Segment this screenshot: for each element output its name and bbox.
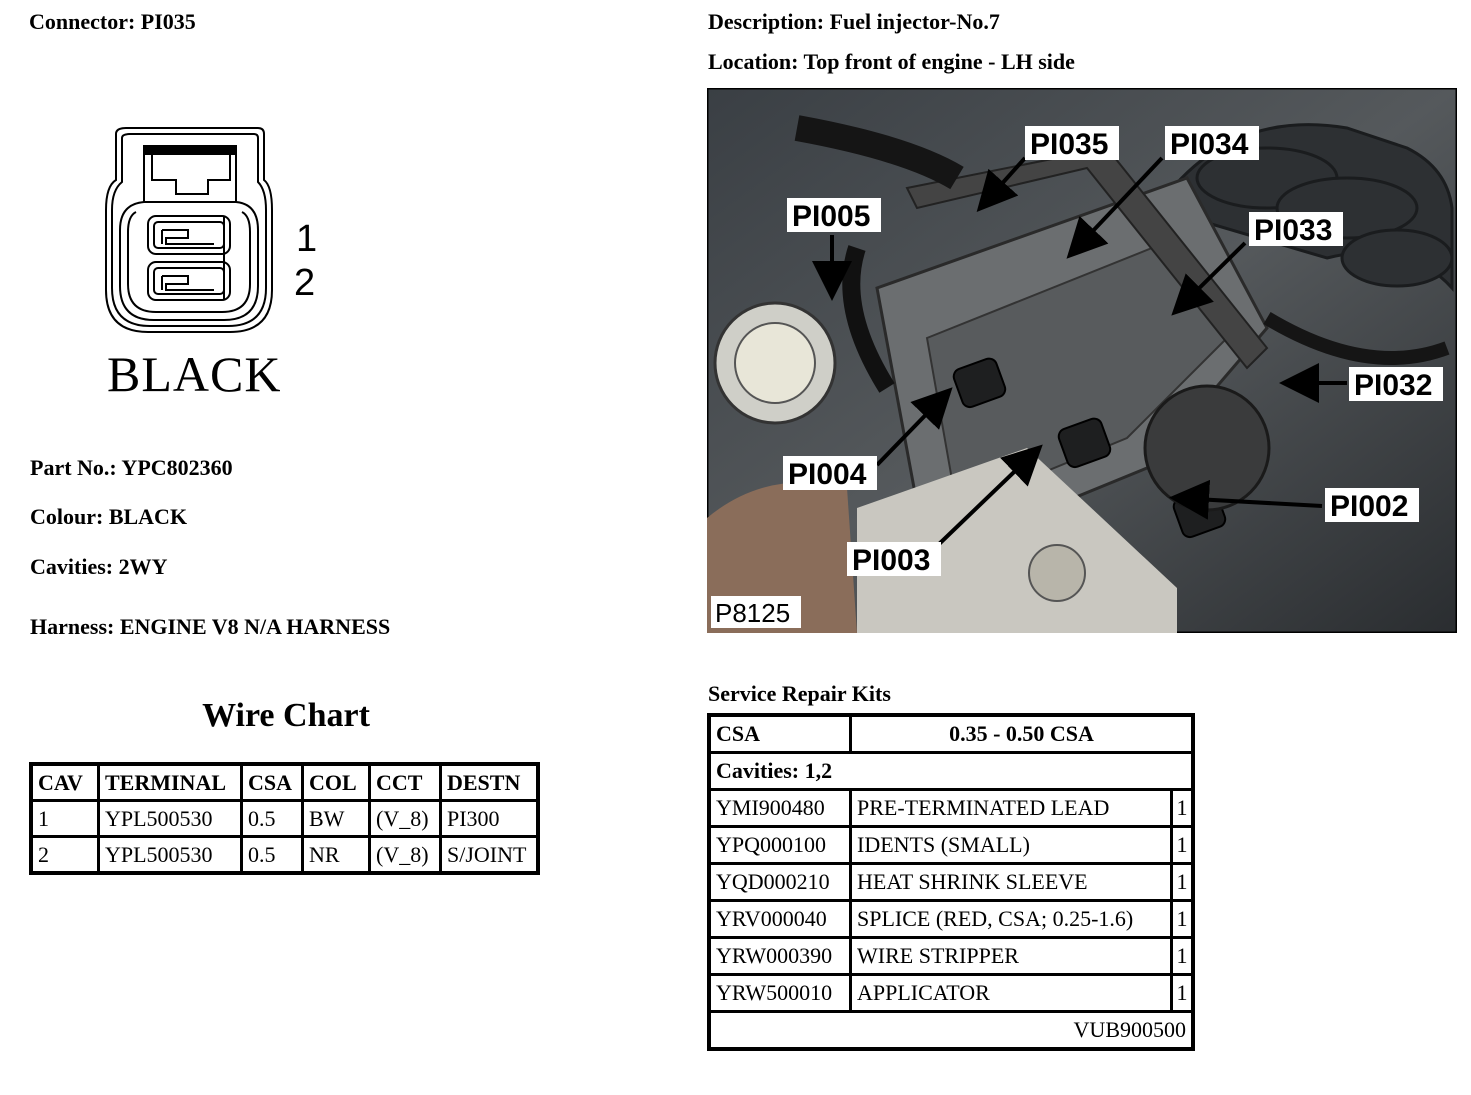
kits-ref-row: VUB900500 [707, 1010, 1195, 1051]
table-row: YRW500010 APPLICATOR 1 [707, 973, 1195, 1013]
cell-col: NR [301, 835, 371, 875]
table-row: 2 YPL500530 0.5 NR (V_8) S/JOINT [29, 835, 540, 875]
kit-qty: 1 [1170, 936, 1195, 976]
cell-cav: 2 [29, 835, 100, 875]
col-header: DESTN [439, 762, 540, 802]
photo-ref-text: P8125 [715, 598, 790, 628]
col-header: CAV [29, 762, 100, 802]
col-header: COL [301, 762, 371, 802]
callout-pi005-text: PI005 [792, 200, 870, 233]
col-header: CSA [240, 762, 304, 802]
kit-part: YRV000040 [707, 899, 852, 939]
table-row: YMI900480 PRE-TERMINATED LEAD 1 [707, 788, 1195, 828]
kit-qty: 1 [1170, 899, 1195, 939]
cell-cav: 1 [29, 799, 100, 838]
csa-value: 0.35 - 0.50 CSA [849, 713, 1195, 754]
kit-reference: VUB900500 [707, 1010, 1195, 1051]
col-header: TERMINAL [97, 762, 243, 802]
cell-terminal: YPL500530 [97, 799, 243, 838]
callout-pi035-text: PI035 [1030, 128, 1108, 161]
kit-part: YRW500010 [707, 973, 852, 1013]
connector-face-diagram [105, 127, 273, 333]
callout-pi033-text: PI033 [1254, 214, 1332, 247]
wire-chart-table: CAV TERMINAL CSA COL CCT DESTN 1 YPL5005… [29, 762, 540, 875]
callout-pi005: PI005 [787, 198, 881, 233]
callout-pi032-text: PI032 [1354, 369, 1432, 402]
cell-csa: 0.5 [240, 799, 304, 838]
callout-pi002: PI002 [1325, 488, 1419, 523]
kit-part: YRW000390 [707, 936, 852, 976]
cell-destn: S/JOINT [439, 835, 540, 875]
kit-desc: WIRE STRIPPER [849, 936, 1173, 976]
kit-desc: IDENTS (SMALL) [849, 825, 1173, 865]
callout-pi034-text: PI034 [1170, 128, 1249, 161]
colour: Colour: BLACK [30, 504, 188, 529]
kit-qty: 1 [1170, 973, 1195, 1013]
table-row: YRV000040 SPLICE (RED, CSA; 0.25-1.6) 1 [707, 899, 1195, 939]
cell-destn: PI300 [439, 799, 540, 838]
kit-desc: HEAT SHRINK SLEEVE [849, 862, 1173, 902]
cavities: Cavities: 2WY [30, 554, 168, 579]
kit-qty: 1 [1170, 825, 1195, 865]
table-row: YQD000210 HEAT SHRINK SLEEVE 1 [707, 862, 1195, 902]
kits-cavities: Cavities: 1,2 [707, 751, 1195, 791]
photo-reference: P8125 [711, 596, 801, 628]
pin-label-2: 2 [294, 262, 316, 304]
part-number: Part No.: YPC802360 [30, 455, 233, 480]
description: Description: Fuel injector-No.7 [708, 9, 1000, 34]
wire-chart-header-row: CAV TERMINAL CSA COL CCT DESTN [29, 762, 540, 802]
cell-csa: 0.5 [240, 835, 304, 875]
callout-pi003: PI003 [847, 542, 941, 577]
table-row: 1 YPL500530 0.5 BW (V_8) PI300 [29, 799, 540, 838]
kit-qty: 1 [1170, 862, 1195, 902]
kit-qty: 1 [1170, 788, 1195, 828]
col-header: CCT [368, 762, 442, 802]
kit-desc: PRE-TERMINATED LEAD [849, 788, 1173, 828]
pin-label-1: 1 [296, 218, 318, 260]
wire-chart-title: Wire Chart [202, 697, 370, 734]
csa-label: CSA [707, 713, 852, 754]
cell-terminal: YPL500530 [97, 835, 243, 875]
callout-pi004: PI004 [783, 456, 877, 491]
callout-pi033: PI033 [1249, 212, 1343, 247]
kit-part: YMI900480 [707, 788, 852, 828]
location: Location: Top front of engine - LH side [708, 49, 1075, 74]
cell-cct: (V_8) [368, 799, 442, 838]
kits-cavities-row: Cavities: 1,2 [707, 751, 1195, 791]
kit-part: YPQ000100 [707, 825, 852, 865]
callout-pi032: PI032 [1349, 367, 1443, 402]
harness: Harness: ENGINE V8 N/A HARNESS [30, 614, 391, 639]
callout-pi003-text: PI003 [852, 544, 930, 577]
table-row: YPQ000100 IDENTS (SMALL) 1 [707, 825, 1195, 865]
kit-desc: SPLICE (RED, CSA; 0.25-1.6) [849, 899, 1173, 939]
connector-colour-label: BLACK [107, 346, 282, 402]
service-kits-table: CSA 0.35 - 0.50 CSA Cavities: 1,2 YMI900… [707, 713, 1195, 1051]
callout-pi034: PI034 [1165, 126, 1259, 161]
connector-title: Connector: PI035 [29, 9, 196, 34]
kit-desc: APPLICATOR [849, 973, 1173, 1013]
callout-pi002-text: PI002 [1330, 490, 1408, 523]
table-row: YRW000390 WIRE STRIPPER 1 [707, 936, 1195, 976]
kit-part: YQD000210 [707, 862, 852, 902]
cell-cct: (V_8) [368, 835, 442, 875]
kits-csa-row: CSA 0.35 - 0.50 CSA [707, 713, 1195, 754]
callout-pi004-text: PI004 [788, 458, 867, 491]
service-kits-title: Service Repair Kits [708, 681, 891, 706]
engine-bay-photo: PI035 PI034 PI005 PI033 PI032 PI004 PI00… [707, 88, 1457, 633]
callout-pi035: PI035 [1025, 126, 1119, 161]
cell-col: BW [301, 799, 371, 838]
